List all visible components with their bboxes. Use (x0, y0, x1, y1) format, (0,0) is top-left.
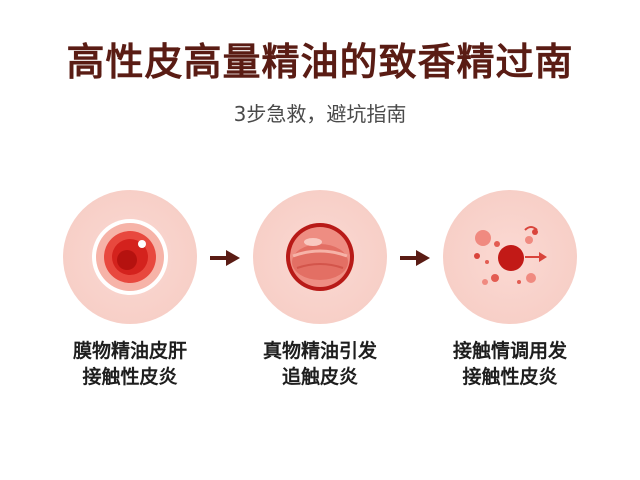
step-3-line-2: 接触性皮炎 (462, 366, 558, 388)
step-2-line-1: 真物精油引发 (262, 340, 377, 362)
arrow-right-icon (400, 248, 430, 268)
page-title: 高性皮高量精油的致香精过南 (66, 40, 574, 84)
page-subtitle: 3步急救，避坑指南 (233, 102, 407, 126)
step-2-caption: 真物精油引发 追触皮炎 (235, 338, 405, 390)
inflamed-cell-icon (286, 223, 354, 291)
arrow-right-icon (210, 248, 240, 268)
scattered-particles-icon (474, 226, 547, 285)
step-3-line-1: 接触情调用发 (452, 340, 567, 362)
step-2-line-2: 追触皮炎 (281, 366, 358, 388)
step-1-illustration (63, 190, 197, 324)
step-2-illustration (253, 190, 387, 324)
red-cell-ring-icon (92, 219, 168, 295)
step-1-line-2: 接触性皮炎 (82, 366, 178, 388)
step-3-illustration (443, 190, 577, 324)
step-3-caption: 接触情调用发 接触性皮炎 (425, 338, 595, 390)
step-1-line-1: 膜物精油皮肝 (72, 340, 187, 362)
step-1-caption: 膜物精油皮肝 接触性皮炎 (45, 338, 215, 390)
